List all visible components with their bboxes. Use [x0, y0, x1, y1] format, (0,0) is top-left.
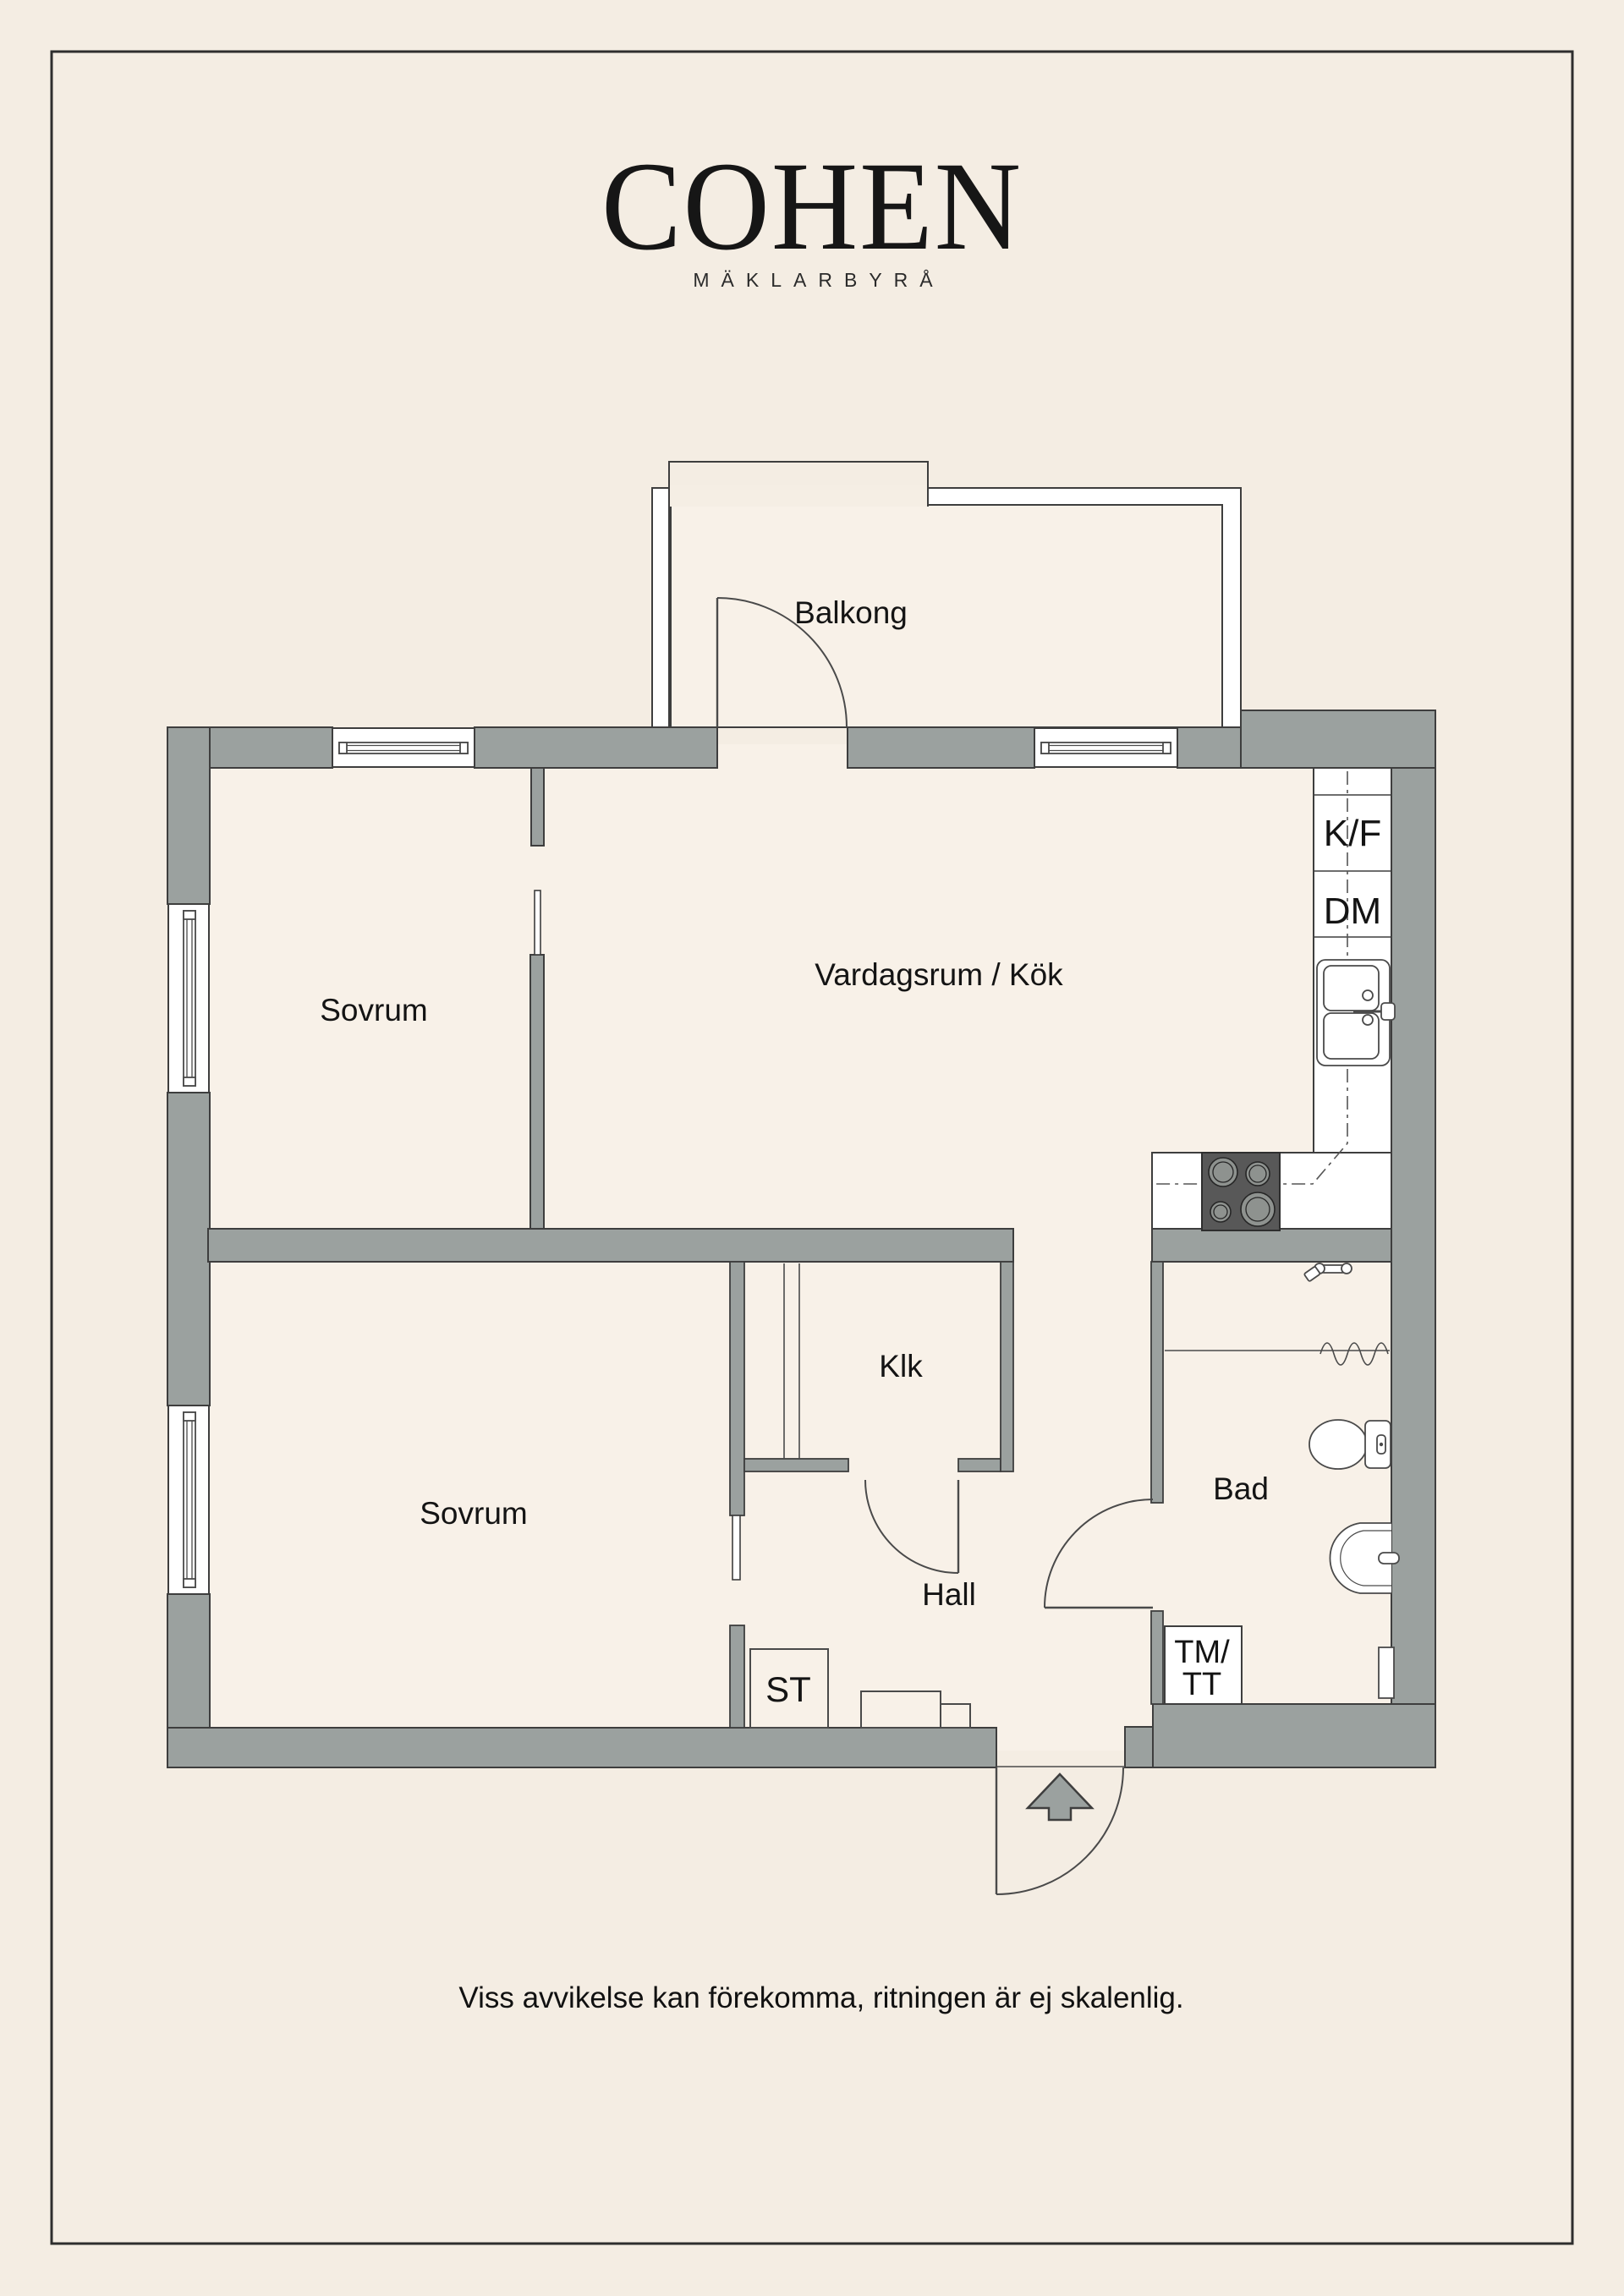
entrance-arrow-icon [1025, 1773, 1095, 1822]
bedroom2-door-leaf [732, 1515, 741, 1581]
page-frame [50, 50, 1574, 2245]
wall-bad-left-top [1150, 1261, 1164, 1504]
wall-bottom-step [1124, 1726, 1154, 1768]
wall-top-2 [474, 726, 718, 769]
wall-left-2 [167, 1092, 211, 1406]
appliance-label-dm: DM [1324, 890, 1381, 932]
klk-wardrobe-lines [783, 1263, 800, 1459]
appliance-label-kf: K/F [1324, 813, 1381, 854]
balcony-floor [670, 504, 1223, 728]
brand-logo: COHEN [601, 136, 1023, 277]
disclaimer-text: Viss avvikelse kan förekomma, ritningen … [458, 1981, 1183, 2014]
wall-divider-main [207, 1228, 1014, 1263]
wall-klk-bottom-right [957, 1458, 1001, 1472]
walls [167, 710, 1436, 1768]
wall-top-5 [1240, 710, 1436, 769]
window-top-right [1034, 727, 1178, 768]
wall-partition-bottom [529, 954, 545, 1230]
wall-klk-bottom-left [743, 1458, 849, 1472]
balcony-overlap-cover [670, 485, 927, 507]
wall-kitchen-bottom [1151, 1228, 1392, 1263]
hall-furniture [749, 1648, 971, 1729]
washer-dryer-box [1164, 1625, 1243, 1705]
room-label-sovrum-2: Sovrum [420, 1496, 527, 1531]
sideboard-2 [940, 1703, 971, 1729]
washbasin-icon [1329, 1522, 1400, 1594]
toilet-icon [1309, 1419, 1391, 1470]
appliance-label-tt: TT [1182, 1667, 1221, 1702]
balcony-door-arc [716, 597, 848, 728]
window-top-left [332, 727, 475, 768]
room-label-balkong: Balkong [794, 595, 908, 630]
appliance-label-st: ST [765, 1669, 811, 1709]
klk-door-arc [864, 1479, 959, 1574]
windows [167, 727, 1178, 1595]
stove-icon [1201, 1152, 1281, 1231]
entrance-door-arc [996, 1767, 1124, 1895]
wall-niche [1378, 1647, 1395, 1699]
wall-klk-left [729, 1261, 745, 1516]
bathroom [1164, 1263, 1400, 1705]
room-label-hall: Hall [922, 1577, 976, 1612]
wall-top-4 [1177, 726, 1242, 769]
window-left-upper [167, 903, 210, 1093]
balcony [651, 461, 1242, 728]
shower-curtain-icon [1320, 1342, 1389, 1366]
room-label-sovrum-1: Sovrum [320, 993, 427, 1027]
bad-door-arc [1044, 1499, 1154, 1608]
wall-partition-top [530, 767, 545, 847]
counter-centerline [1155, 771, 1348, 1185]
kitchen [1151, 767, 1396, 1231]
appliance-label-tm: TM/ [1174, 1635, 1230, 1670]
wall-right [1391, 710, 1436, 1768]
room-label-klk: Klk [879, 1349, 923, 1384]
room-label-vardagsrum-kok: Vardagsrum / Kök [815, 957, 1063, 992]
floor-plan: Balkong Sovrum Vardagsrum / Kök Sovrum K… [167, 461, 1436, 1895]
wall-bottom-left [167, 1727, 997, 1768]
storage-box [749, 1648, 829, 1729]
wall-klk-left-stub [729, 1625, 745, 1729]
room-label-bad: Bad [1213, 1471, 1269, 1506]
room-labels: Balkong Sovrum Vardagsrum / Kök Sovrum K… [320, 595, 1381, 1709]
wall-bottom-right [1152, 1703, 1436, 1768]
wall-bad-left-bottom [1150, 1610, 1164, 1705]
window-left-lower [167, 1405, 210, 1595]
shower-mixer-icon [1303, 1263, 1352, 1282]
wall-klk-right [1000, 1261, 1014, 1472]
bedroom1-door-leaf [534, 890, 541, 956]
wall-top-3 [847, 726, 1035, 769]
brand-tagline: MÄKLARBYRÅ [693, 268, 944, 291]
kitchen-sink-icon [1316, 959, 1396, 1066]
doors [534, 597, 1154, 1895]
balcony-outline-offset [668, 461, 929, 727]
wall-left-1 [167, 726, 211, 905]
